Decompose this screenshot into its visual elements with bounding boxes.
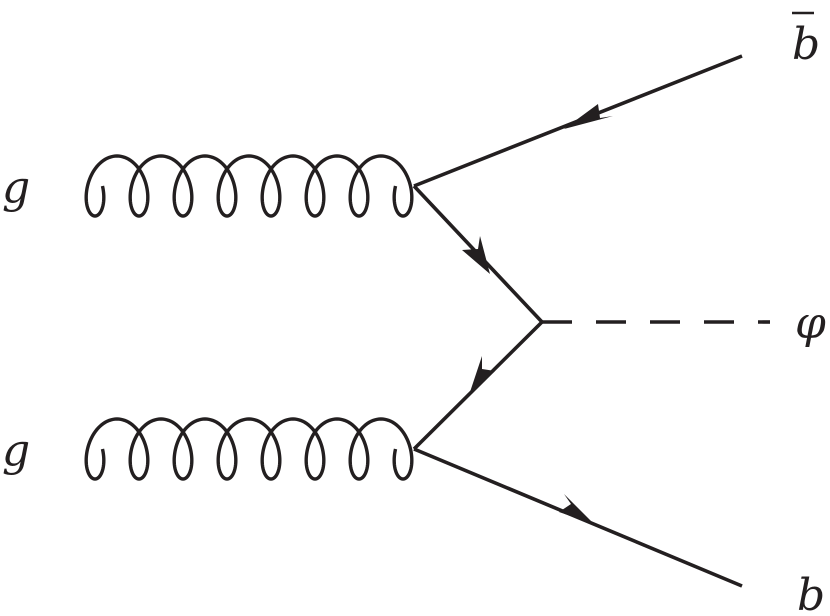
gluon-bottom-label: g xyxy=(2,425,30,476)
internal-lower-arrow-icon xyxy=(469,356,495,395)
antiquark-arrow-icon xyxy=(564,104,613,129)
quark-label: b xyxy=(797,570,825,616)
gluon-line-bottom xyxy=(84,417,414,481)
scalar-label: φ xyxy=(795,298,826,349)
gluon-line-top xyxy=(84,154,414,218)
antiquark-label: b xyxy=(792,19,820,70)
quark-arrow-icon xyxy=(559,494,594,524)
gluon-top-label: g xyxy=(2,162,30,213)
internal-upper-arrow-icon xyxy=(462,236,490,274)
